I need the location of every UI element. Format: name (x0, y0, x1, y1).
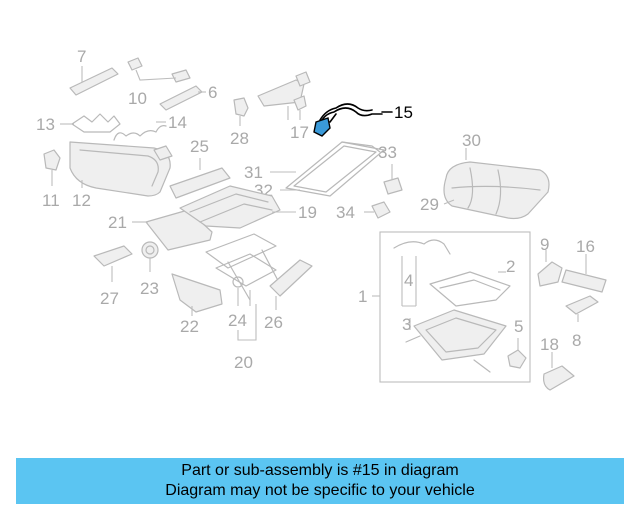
callout-24: 24 (228, 311, 247, 330)
callout-12: 12 (72, 191, 91, 210)
callout-14: 14 (168, 113, 187, 132)
part-33-shape (383, 177, 403, 195)
callout-3: 3 (402, 315, 411, 334)
callout-22: 22 (180, 317, 199, 336)
part-23-shape (141, 241, 159, 259)
callout-17: 17 (290, 123, 309, 142)
part-9-shape (537, 261, 563, 287)
callout-15: 15 (394, 103, 413, 122)
part-34-shape (371, 201, 391, 219)
callout-16: 16 (576, 237, 595, 256)
callout-9: 9 (540, 235, 549, 254)
part-31-32-frame (285, 141, 385, 197)
part-27-shape (93, 245, 133, 267)
callout-27: 27 (100, 289, 119, 308)
part-7-shape (69, 67, 119, 96)
part-8-shape (565, 295, 599, 315)
callout-10: 10 (128, 89, 147, 108)
part-26-shape (269, 259, 313, 297)
part-10-shape (127, 57, 143, 71)
callout-7: 7 (77, 47, 86, 66)
banner-line-disclaimer: Diagram may not be specific to your vehi… (165, 482, 475, 499)
part-17-shape (257, 79, 305, 107)
part-16-shape (561, 269, 607, 293)
parts-diagram: 7 10 6 13 14 11 12 28 17 15 25 (36, 47, 607, 391)
callout-8: 8 (572, 331, 581, 350)
callout-5: 5 (514, 317, 523, 336)
callout-19: 19 (298, 203, 317, 222)
part-13-shape (71, 113, 121, 133)
callout-23: 23 (140, 279, 159, 298)
callout-13: 13 (36, 115, 55, 134)
part-15-shape (313, 103, 383, 137)
part-2-shape (429, 271, 511, 307)
part-3-shape (413, 309, 507, 361)
callout-26: 26 (264, 313, 283, 332)
callout-18: 18 (540, 335, 559, 354)
callout-11: 11 (42, 191, 60, 210)
part-25-shape (169, 167, 231, 199)
part-28-shape (233, 97, 249, 117)
callout-33: 33 (378, 143, 397, 162)
callout-2: 2 (506, 257, 515, 276)
part-21-shape (145, 209, 213, 251)
callout-20: 20 (234, 353, 253, 372)
callout-34: 34 (336, 203, 355, 222)
part-30-shape (443, 161, 550, 220)
callout-25: 25 (190, 137, 209, 156)
callout-29: 29 (420, 195, 439, 214)
part-22-shape (171, 273, 223, 313)
part-19-shape (179, 185, 281, 229)
callout-30: 30 (462, 131, 481, 150)
part-11-shape (43, 149, 61, 171)
callout-6: 6 (208, 83, 217, 102)
part-18-shape (543, 365, 575, 391)
part-6-shape (159, 85, 203, 111)
callout-31: 31 (244, 163, 263, 182)
part-14-shape (113, 125, 167, 141)
part-4-harness (393, 239, 451, 255)
callout-28: 28 (230, 129, 249, 148)
info-banner: Part or sub-assembly is #15 in diagram D… (16, 458, 624, 504)
part-5-shape (507, 349, 527, 369)
assembly-1-box (379, 231, 531, 383)
callout-4: 4 (404, 271, 413, 290)
banner-line-part: Part or sub-assembly is #15 in diagram (181, 462, 459, 479)
part-20-24-rails (205, 233, 277, 269)
callout-21: 21 (108, 213, 127, 232)
callout-1: 1 (358, 287, 367, 306)
